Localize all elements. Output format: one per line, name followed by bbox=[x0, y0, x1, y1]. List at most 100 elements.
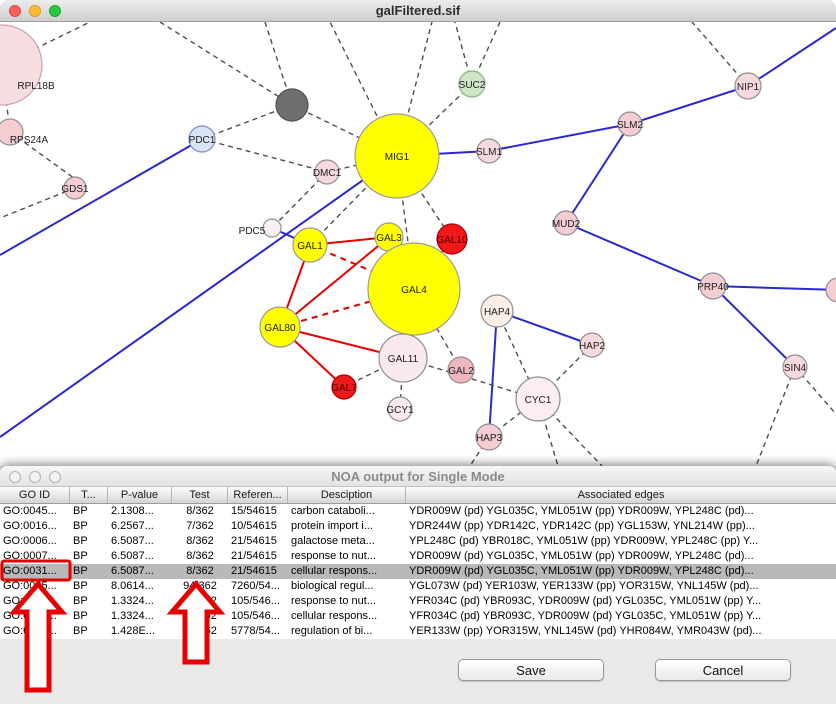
column-header-3[interactable]: Test bbox=[172, 487, 228, 503]
network-edge[interactable] bbox=[396, 155, 453, 240]
node-hap4[interactable] bbox=[480, 294, 514, 328]
node-prp40[interactable] bbox=[699, 272, 727, 300]
node-rps24a[interactable] bbox=[0, 118, 24, 146]
minimize-button[interactable] bbox=[29, 5, 41, 17]
network-edge[interactable] bbox=[469, 436, 490, 466]
network-edge[interactable] bbox=[1, 22, 91, 66]
node-rpl18b[interactable] bbox=[0, 24, 43, 106]
node-suc2[interactable] bbox=[458, 70, 486, 98]
node-cyc1[interactable] bbox=[515, 376, 561, 422]
network-edge[interactable] bbox=[0, 138, 203, 256]
node-gcy1[interactable] bbox=[387, 396, 413, 422]
network-edge[interactable] bbox=[488, 123, 631, 152]
node-nip1[interactable] bbox=[734, 72, 762, 100]
network-edge[interactable] bbox=[496, 310, 539, 400]
network-edge[interactable] bbox=[279, 236, 390, 328]
network-edge[interactable] bbox=[747, 27, 836, 87]
node-gal80[interactable] bbox=[259, 306, 301, 348]
node-label-prp40: PRP40 bbox=[697, 282, 729, 293]
node-pdc1[interactable] bbox=[188, 125, 216, 153]
network-edge[interactable] bbox=[712, 285, 836, 291]
node-gal1[interactable] bbox=[292, 227, 328, 263]
table-cell: galactose meta... bbox=[291, 535, 375, 547]
node-edge-node-right[interactable] bbox=[825, 277, 836, 303]
column-header-5[interactable]: Desciption bbox=[288, 487, 406, 503]
network-edge[interactable] bbox=[565, 123, 631, 224]
network-window-titlebar[interactable]: galFiltered.sif bbox=[0, 0, 836, 22]
node-gds1[interactable] bbox=[63, 176, 87, 200]
close-button[interactable] bbox=[9, 471, 21, 483]
node-hap3[interactable] bbox=[475, 423, 503, 451]
network-edge[interactable] bbox=[271, 171, 328, 229]
node-slm1[interactable] bbox=[476, 138, 502, 164]
network-edge[interactable] bbox=[402, 357, 539, 400]
network-edge[interactable] bbox=[565, 222, 714, 287]
noa-window-titlebar[interactable]: NOA output for Single Mode bbox=[0, 466, 836, 487]
minimize-button[interactable] bbox=[29, 471, 41, 483]
zoom-button[interactable] bbox=[49, 5, 61, 17]
network-edge[interactable] bbox=[755, 366, 796, 466]
close-button[interactable] bbox=[9, 5, 21, 17]
network-edge[interactable] bbox=[712, 285, 796, 368]
table-cell: 10/54615 bbox=[231, 520, 277, 532]
node-label-hap2: HAP2 bbox=[579, 341, 606, 352]
network-edge[interactable] bbox=[291, 104, 398, 157]
cancel-button[interactable]: Cancel bbox=[655, 659, 791, 681]
node-mig1[interactable] bbox=[354, 113, 440, 199]
column-header-2[interactable]: P-value bbox=[108, 487, 172, 503]
network-edge[interactable] bbox=[9, 131, 79, 182]
network-edge[interactable] bbox=[0, 155, 398, 438]
table-cell: 8/362 bbox=[186, 550, 214, 562]
zoom-button[interactable] bbox=[49, 471, 61, 483]
node-hap2[interactable] bbox=[579, 332, 605, 358]
save-button[interactable]: Save bbox=[458, 659, 604, 681]
node-sin4[interactable] bbox=[782, 354, 808, 380]
table-cell: 1.3324... bbox=[111, 595, 154, 607]
network-edge[interactable] bbox=[309, 244, 415, 290]
column-header-4[interactable]: Referen... bbox=[228, 487, 288, 503]
table-cell: 8/362 bbox=[186, 565, 214, 577]
network-edge[interactable] bbox=[159, 22, 293, 106]
network-canvas[interactable]: RPL18BRPS24AGDS1PDC1DMC1MIG1SUC2SLM1SLM2… bbox=[0, 22, 836, 466]
column-header-0[interactable]: GO ID bbox=[0, 487, 70, 503]
network-edge[interactable] bbox=[413, 288, 462, 371]
node-gal7[interactable] bbox=[331, 374, 357, 400]
column-header-1[interactable]: T... bbox=[70, 487, 108, 503]
network-edge[interactable] bbox=[488, 310, 498, 438]
node-label-suc2: SUC2 bbox=[459, 80, 486, 91]
node-gal10[interactable] bbox=[436, 223, 468, 255]
node-gal2[interactable] bbox=[447, 356, 475, 384]
network-edge[interactable] bbox=[629, 85, 749, 125]
table-cell: 21/54615 bbox=[231, 550, 277, 562]
node-gray-node[interactable] bbox=[275, 88, 309, 122]
network-edge[interactable] bbox=[537, 398, 603, 466]
node-label-slm2: SLM2 bbox=[617, 120, 644, 131]
table-cell: 8/362 bbox=[186, 505, 214, 517]
node-gal11[interactable] bbox=[378, 333, 428, 383]
network-edge[interactable] bbox=[201, 138, 328, 173]
node-gal4[interactable] bbox=[367, 242, 461, 336]
node-slm2[interactable] bbox=[617, 111, 643, 137]
network-edge[interactable] bbox=[0, 187, 76, 219]
node-label-gal3: GAL3 bbox=[376, 233, 402, 244]
node-label-slm1: SLM1 bbox=[476, 147, 503, 158]
node-dmc1[interactable] bbox=[314, 159, 340, 185]
network-edge[interactable] bbox=[329, 22, 398, 157]
network-edge[interactable] bbox=[279, 288, 415, 328]
column-header-6[interactable]: Associated edges bbox=[577, 489, 665, 501]
node-pdc5[interactable] bbox=[262, 218, 282, 238]
table-cell: response to nut... bbox=[291, 595, 376, 607]
network-edge[interactable] bbox=[201, 104, 293, 140]
network-edge[interactable] bbox=[496, 310, 593, 346]
node-mud2[interactable] bbox=[553, 210, 579, 236]
